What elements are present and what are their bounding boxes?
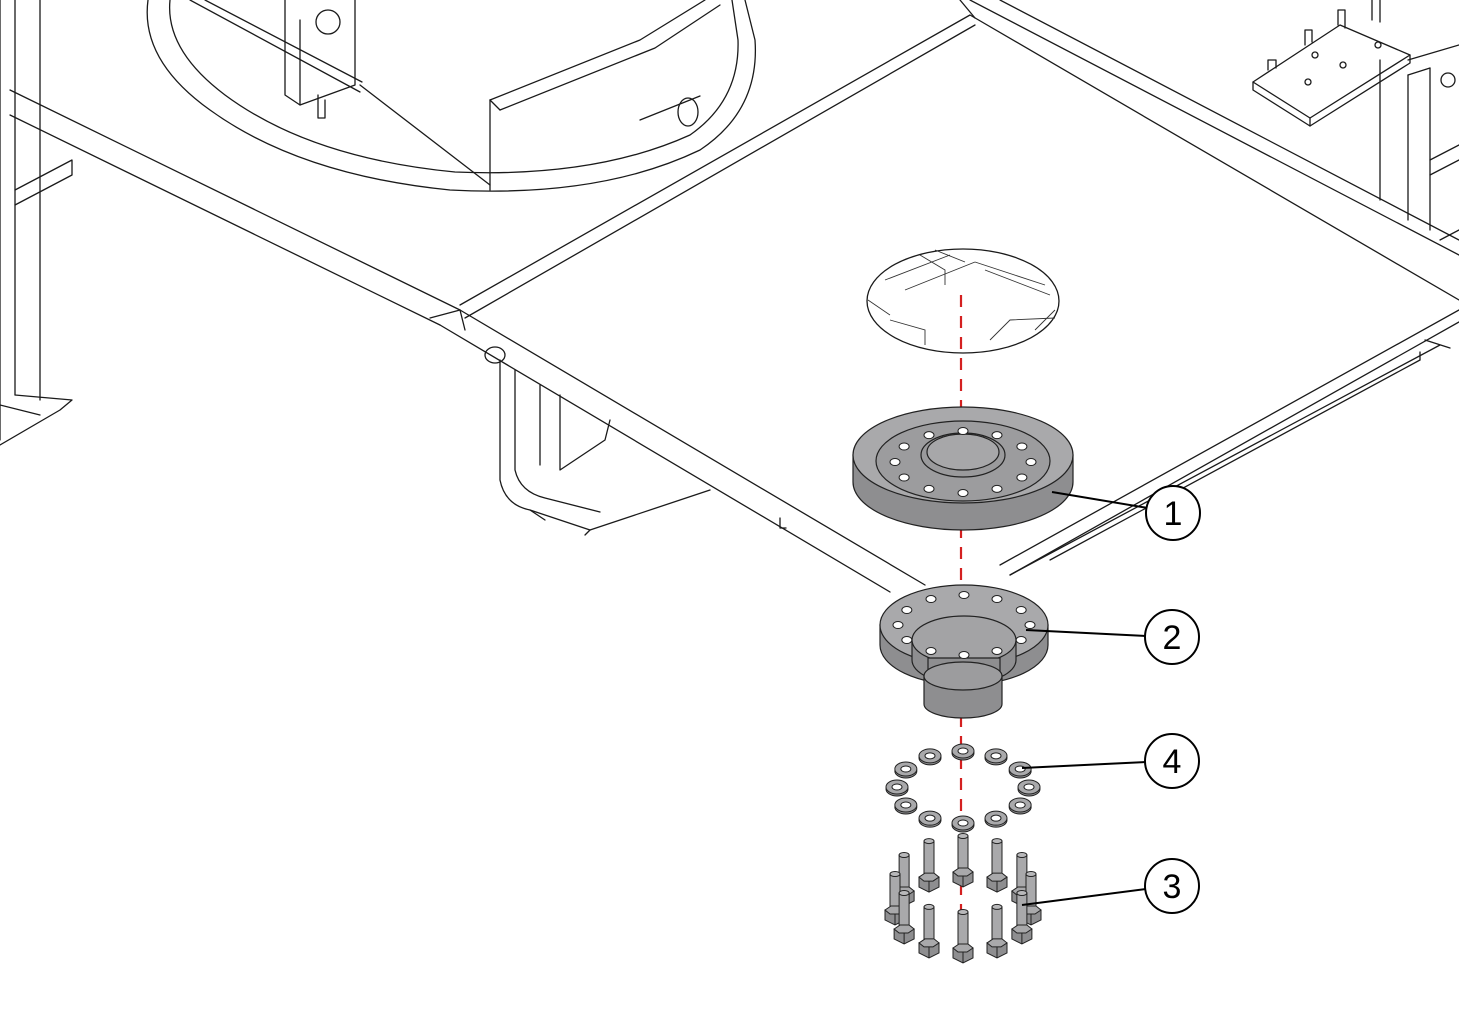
plate-hole xyxy=(898,473,910,482)
callout-4-label: 4 xyxy=(1163,743,1182,781)
plate-hole xyxy=(991,484,1003,493)
washer xyxy=(1017,779,1041,797)
hub-hole xyxy=(991,595,1003,604)
bolt xyxy=(893,890,915,945)
washer xyxy=(1008,761,1032,779)
washer xyxy=(885,779,909,797)
bearing-plate-holes xyxy=(889,427,1037,497)
bolt-set xyxy=(884,833,1042,964)
left-post xyxy=(0,0,73,446)
plate-hole xyxy=(991,431,1003,440)
washer xyxy=(984,810,1008,828)
washer xyxy=(951,815,975,833)
bolt xyxy=(918,903,940,959)
hub-hole xyxy=(892,621,904,629)
plate-hole xyxy=(898,442,910,451)
washer xyxy=(894,761,918,779)
bolt xyxy=(952,833,974,888)
oval-housing xyxy=(146,0,757,192)
plate-hole xyxy=(923,484,935,493)
flanged-hub xyxy=(879,584,1049,719)
washer xyxy=(918,810,942,828)
callout-1-label: 1 xyxy=(1164,495,1183,533)
washer xyxy=(894,797,918,815)
hub-hole xyxy=(958,651,970,659)
base-plate xyxy=(459,0,1459,576)
flanged-hub-holes xyxy=(892,591,1036,659)
plate-cutout xyxy=(866,248,1060,354)
lower-bracket xyxy=(484,346,787,536)
frame-line-drawing xyxy=(0,0,1459,593)
washer xyxy=(1008,797,1032,815)
top-right-bracket xyxy=(1252,0,1411,127)
bolt xyxy=(986,838,1008,893)
hub-hole xyxy=(1015,606,1027,614)
hub-hole xyxy=(925,646,937,655)
frame-beam xyxy=(9,89,926,593)
plate-hole xyxy=(957,489,969,497)
washer xyxy=(951,743,975,761)
hub-hole xyxy=(1015,636,1027,644)
callout-3-label: 3 xyxy=(1163,868,1182,906)
callout-4: 4 xyxy=(1021,733,1200,789)
bolt xyxy=(918,838,940,893)
callout-1: 1 xyxy=(1051,485,1201,541)
hub-hole xyxy=(901,606,913,614)
plate-hole xyxy=(889,458,901,466)
bolt xyxy=(986,903,1008,959)
plate-hole xyxy=(1025,458,1037,466)
bolt xyxy=(1011,890,1033,945)
callout-3: 3 xyxy=(1021,858,1200,914)
bolt xyxy=(952,909,974,964)
hub-hole xyxy=(991,646,1003,655)
washer xyxy=(918,748,942,766)
callout-2: 2 xyxy=(1025,609,1200,665)
callouts: 1 2 4 3 xyxy=(1021,485,1201,914)
plate-hole xyxy=(1016,473,1028,482)
callout-2-label: 2 xyxy=(1163,619,1182,657)
plate-hole xyxy=(957,427,969,435)
plate-hole xyxy=(1016,442,1028,451)
washer xyxy=(984,748,1008,766)
hub-hole xyxy=(1024,621,1036,629)
bearing-plate xyxy=(852,406,1074,531)
hub-hole xyxy=(901,636,913,644)
hub-hole xyxy=(958,591,970,599)
plate-hole xyxy=(923,431,935,440)
hub-hole xyxy=(925,595,937,604)
right-rail xyxy=(969,0,1459,256)
washer-ring xyxy=(885,743,1041,833)
